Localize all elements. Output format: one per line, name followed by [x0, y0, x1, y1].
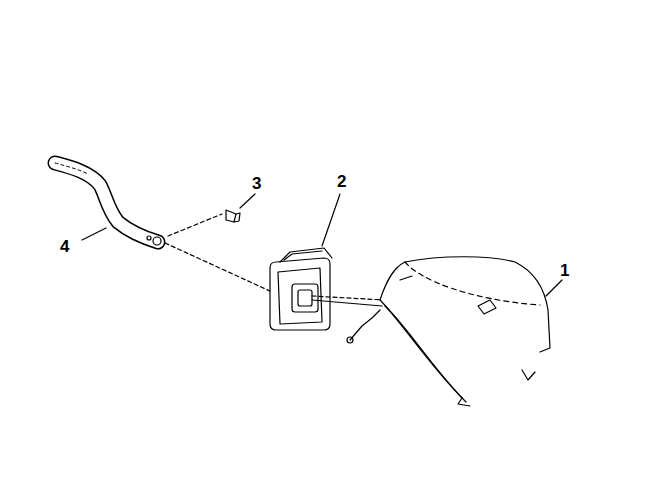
grip-hatch: [55, 163, 88, 174]
handle-tube: [55, 163, 158, 242]
boot-opening: [298, 290, 312, 306]
boot-opening: [292, 284, 318, 312]
shroud-fold: [405, 262, 540, 305]
callout-number: 1: [560, 262, 569, 279]
leader-line: [240, 194, 255, 208]
shroud: [380, 257, 550, 352]
callout-number: 3: [252, 175, 261, 192]
boot: [270, 258, 330, 330]
shroud-foot: [522, 370, 535, 380]
callout-number: 4: [60, 238, 69, 255]
assembly-line: [312, 300, 382, 306]
clip: [347, 337, 353, 343]
leader-line: [546, 280, 562, 296]
shroud-edge: [385, 306, 466, 402]
clip: [350, 310, 380, 340]
screw: [226, 210, 236, 222]
shroud-foot: [458, 398, 470, 406]
boot-lip: [284, 251, 322, 260]
shroud-slot: [478, 300, 496, 314]
screw-head: [234, 213, 240, 222]
tube-hole: [147, 236, 151, 240]
callout-number: 2: [337, 173, 346, 190]
leader-line: [82, 228, 106, 240]
boot-lip: [280, 248, 332, 262]
handle-tube-fill: [55, 163, 158, 242]
assembly-line: [312, 296, 384, 300]
leader-line: [322, 194, 340, 246]
shroud-detail: [400, 276, 412, 280]
tube-hole: [153, 237, 161, 245]
assembly-line: [165, 243, 272, 292]
assembly-line: [168, 214, 222, 236]
